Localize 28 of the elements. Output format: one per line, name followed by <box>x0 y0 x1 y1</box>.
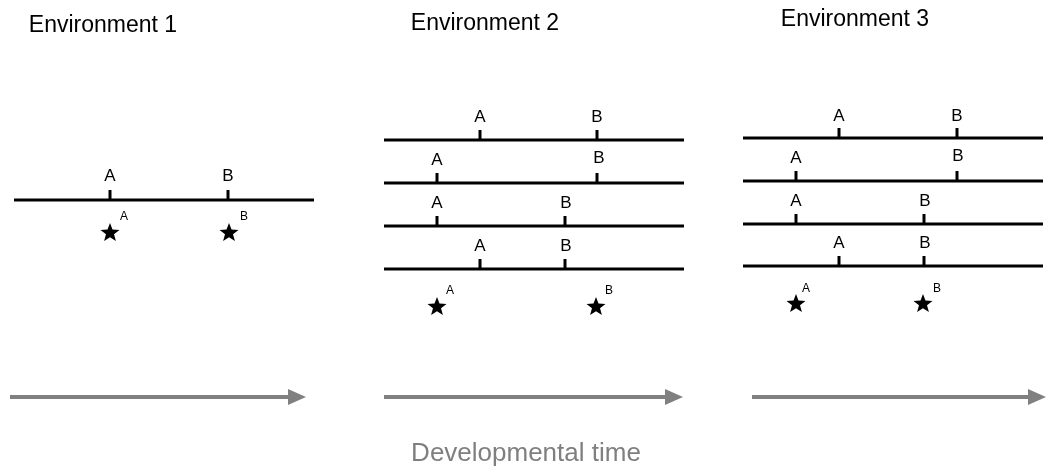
panel-heading: Environment 1 <box>28 9 178 39</box>
locus-label: B <box>560 236 572 254</box>
star-label: A <box>120 210 128 222</box>
locus-label: A <box>104 166 116 184</box>
locus-label: A <box>833 233 845 251</box>
panel-heading: Environment 2 <box>410 7 560 37</box>
locus-label: B <box>919 233 931 251</box>
panel-heading: Environment 3 <box>780 3 930 33</box>
star-label: B <box>933 282 941 294</box>
locus-label: A <box>474 107 486 125</box>
locus-label: A <box>790 191 802 209</box>
locus-label: A <box>431 150 443 168</box>
locus-label: B <box>951 106 963 124</box>
locus-label: B <box>222 166 234 184</box>
star-label: A <box>446 284 454 296</box>
locus-label: B <box>952 146 964 164</box>
locus-label: B <box>560 193 572 211</box>
star-label: A <box>802 282 810 294</box>
axis-label: Developmental time <box>411 435 641 469</box>
locus-label: B <box>591 107 603 125</box>
star-label: B <box>605 284 613 296</box>
locus-label: A <box>474 236 486 254</box>
locus-label: A <box>833 106 845 124</box>
locus-label: B <box>919 191 931 209</box>
locus-label: A <box>431 193 443 211</box>
locus-label: B <box>593 148 605 166</box>
locus-label: A <box>790 148 802 166</box>
star-label: B <box>240 210 248 222</box>
